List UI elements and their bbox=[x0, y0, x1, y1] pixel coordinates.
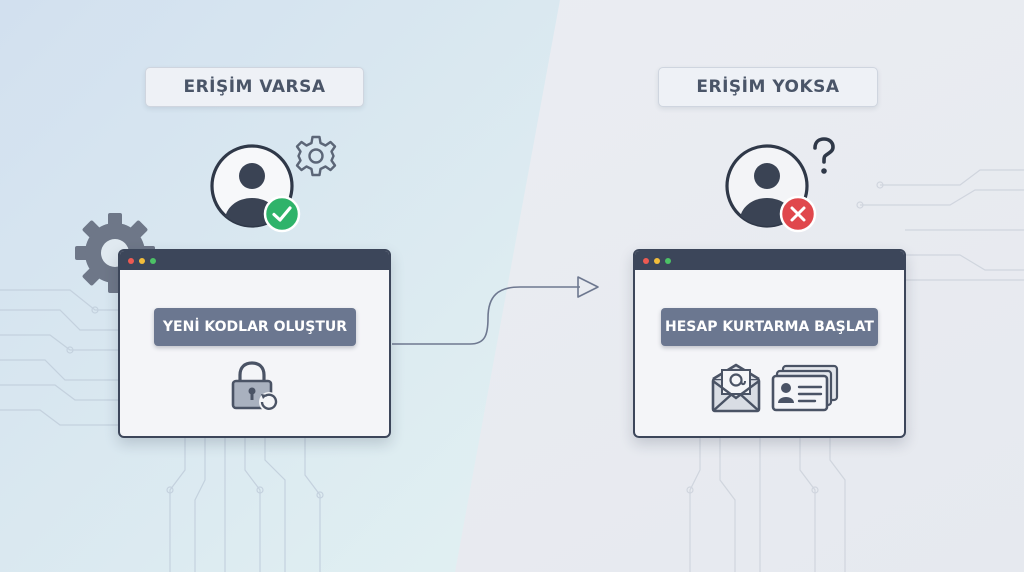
window-titlebar bbox=[120, 251, 389, 270]
id-card-icon bbox=[771, 364, 839, 412]
error-badge-icon bbox=[779, 195, 817, 233]
circuit-traces-right bbox=[689, 169, 1024, 572]
window-minimize-dot bbox=[654, 257, 660, 264]
question-mark-icon bbox=[813, 137, 835, 174]
window-minimize-dot bbox=[139, 257, 145, 264]
window-maximize-dot bbox=[150, 257, 156, 264]
circuit-nodes-left bbox=[66, 306, 324, 499]
lock-reset-icon bbox=[231, 361, 279, 412]
window-titlebar bbox=[635, 251, 904, 270]
window-maximize-dot bbox=[665, 257, 671, 264]
generate-new-codes-button[interactable]: YENİ KODLAR OLUŞTUR bbox=[154, 308, 356, 346]
window-close-dot bbox=[643, 257, 649, 264]
section-label-with-access: ERİŞİM VARSA bbox=[145, 67, 364, 107]
circuit-traces-left bbox=[0, 289, 321, 572]
section-label-without-access: ERİŞİM YOKSA bbox=[658, 67, 878, 107]
window-close-dot bbox=[128, 257, 134, 264]
email-icon bbox=[711, 363, 761, 413]
start-account-recovery-button[interactable]: HESAP KURTARMA BAŞLAT bbox=[661, 308, 878, 346]
browser-window-left: YENİ KODLAR OLUŞTUR bbox=[118, 249, 391, 438]
check-badge-icon bbox=[263, 195, 301, 233]
browser-window-right: HESAP KURTARMA BAŞLAT bbox=[633, 249, 906, 438]
arrow-head-icon bbox=[577, 276, 599, 298]
gear-icon-small bbox=[295, 135, 337, 177]
connector-arrow bbox=[392, 286, 580, 345]
